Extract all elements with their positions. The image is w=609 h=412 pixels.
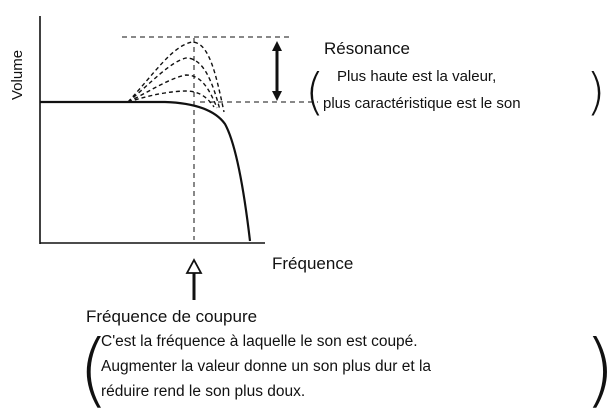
resonance-title: Résonance xyxy=(324,39,410,58)
resonance-curve-3 xyxy=(127,57,221,111)
resonance-line-1: Plus haute est la valeur, xyxy=(337,68,496,85)
y-axis-label: Volume xyxy=(9,50,26,100)
cutoff-line-3: réduire rend le son plus doux. xyxy=(101,383,305,400)
x-axis-label: Fréquence xyxy=(272,254,353,273)
filter-curve xyxy=(40,100,252,242)
resonance-close-paren: ) xyxy=(586,63,606,121)
cutoff-line-1: C'est la fréquence à laquelle le son est… xyxy=(101,333,418,350)
resonance-curve-2 xyxy=(127,74,218,109)
cutoff-line-2: Augmenter la valeur donne un son plus du… xyxy=(101,358,431,375)
resonance-open-paren: ( xyxy=(305,63,325,121)
cutoff-open-paren: ( xyxy=(78,323,109,412)
resonance-curve-1 xyxy=(127,90,215,108)
resonance-line-2: plus caractéristique est le son xyxy=(323,95,521,112)
cutoff-arrow-head xyxy=(185,258,203,274)
cutoff-title: Fréquence de coupure xyxy=(86,307,257,326)
cutoff-close-paren: ) xyxy=(584,323,609,412)
